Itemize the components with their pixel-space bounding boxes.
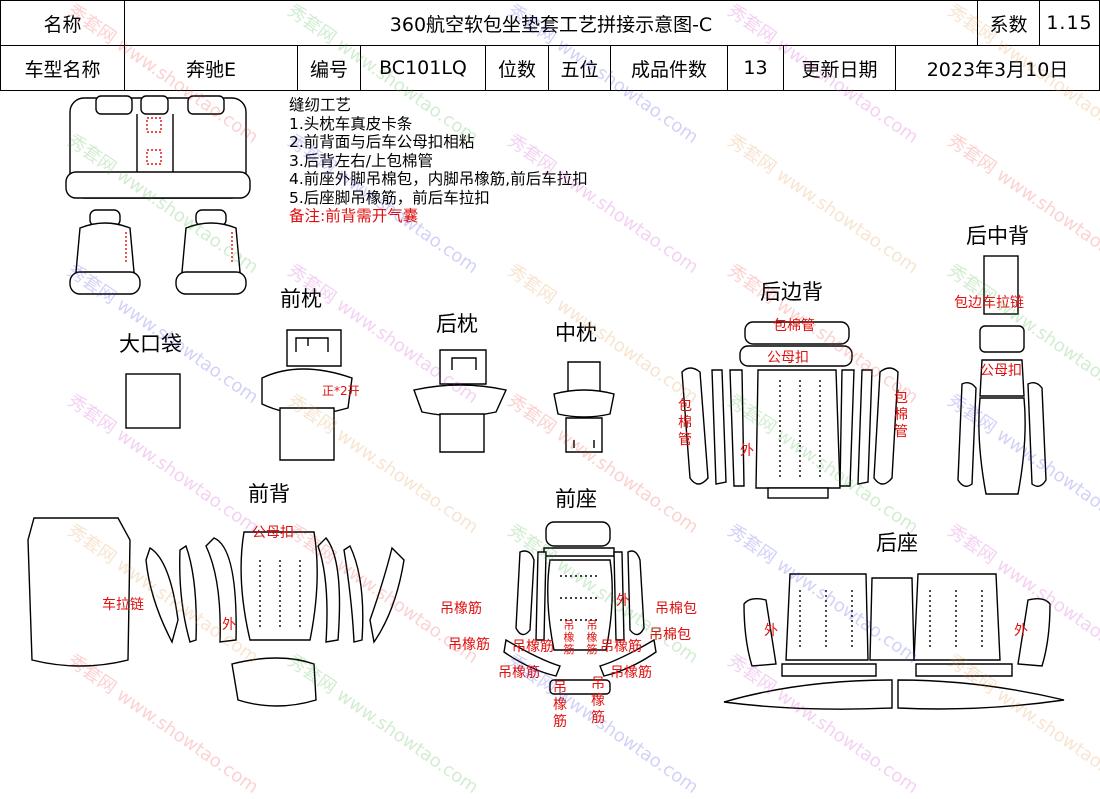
annot-snap-button: 公母扣	[980, 363, 1022, 379]
annot-hang-elastic-vertical: 吊橡筋	[553, 680, 567, 730]
annot-wrap-cotton-tube-left: 包棉管	[678, 398, 692, 448]
annot-hang-cotton-pack: 吊棉包	[649, 627, 691, 643]
label-front-pillow: 前枕	[280, 287, 322, 311]
label-big-pocket: 大口袋	[119, 332, 182, 356]
pattern-drawings	[27, 95, 1065, 710]
annot-hang-elastic: 吊橡筋	[610, 665, 652, 681]
front-back-pieces	[27, 517, 405, 707]
annot-hang-elastic: 吊橡筋	[448, 637, 490, 653]
annot-hang-elastic: 吊橡筋	[498, 665, 540, 681]
annot-outer: 外	[222, 617, 236, 633]
seat-overview-front-left	[69, 209, 141, 295]
front-pillow-pieces	[261, 329, 353, 461]
label-rear-side-back: 后边背	[760, 280, 823, 304]
note-item: 5.后座脚吊橡筋，前后车拉扣	[289, 188, 490, 207]
annot-hang-elastic-vertical: 吊橡筋	[586, 619, 598, 656]
seat-overview-front-right	[175, 209, 247, 295]
note-item: 4.前座外脚吊棉包，内脚吊橡筋,前后车拉扣	[289, 170, 588, 188]
label-rear-pillow: 后枕	[436, 312, 478, 336]
label-front-back: 前背	[248, 482, 290, 506]
notes-title: 缝纫工艺	[289, 96, 352, 114]
seat-overview-rear	[65, 95, 251, 199]
middle-pillow-pieces	[553, 361, 615, 453]
annot-car-zipper: 车拉链	[102, 597, 144, 613]
annot-hang-elastic: 吊橡筋	[600, 639, 642, 655]
note-item: 3.后背左右/上包棉管	[289, 151, 434, 170]
label-rear-middle-back: 后中背	[966, 224, 1029, 248]
note-item: 1.头枕车真皮卡条	[289, 114, 413, 133]
annot-outer: 外	[764, 623, 778, 639]
notes-remark: 备注:前背需开气囊	[289, 207, 419, 225]
annot-hang-elastic-vertical: 吊橡筋	[563, 619, 575, 656]
label-front-seat: 前座	[555, 487, 597, 511]
annot-wrap-cotton-tube-right: 包棉管	[894, 390, 908, 440]
annot-wrap-edge-zipper: 包边车拉链	[954, 295, 1024, 311]
rear-middle-back-pieces	[957, 255, 1047, 495]
annot-outer: 外	[1014, 623, 1028, 639]
annot-hang-elastic: 吊橡筋	[440, 601, 482, 617]
front-seat-pieces	[503, 521, 657, 695]
annot-front-pillow-open: 正*2开	[322, 384, 360, 398]
annot-snap-button: 公母扣	[252, 525, 294, 541]
rear-side-back-pieces	[681, 321, 899, 499]
annot-outer: 外	[616, 593, 630, 609]
annot-hang-elastic: 吊橡筋	[512, 639, 554, 655]
annot-snap-button: 公母扣	[767, 350, 809, 366]
label-middle-pillow: 中枕	[555, 321, 597, 345]
annot-hang-elastic-vertical: 吊橡筋	[591, 676, 605, 726]
rear-pillow-pieces	[413, 349, 507, 453]
annot-outer: 外	[740, 443, 754, 459]
label-rear-seat: 后座	[876, 531, 918, 555]
sewing-notes: 缝纫工艺 1.头枕车真皮卡条 2.前背面与后车公母扣相粘 3.后背左右/上包棉管…	[289, 96, 588, 226]
annot-hang-cotton-pack: 吊棉包	[655, 601, 697, 617]
big-pocket-piece	[125, 373, 181, 429]
note-item: 2.前背面与后车公母扣相粘	[289, 133, 475, 151]
rear-seat-pieces	[723, 573, 1065, 710]
annot-wrap-cotton-tube: 包棉管	[773, 318, 815, 334]
